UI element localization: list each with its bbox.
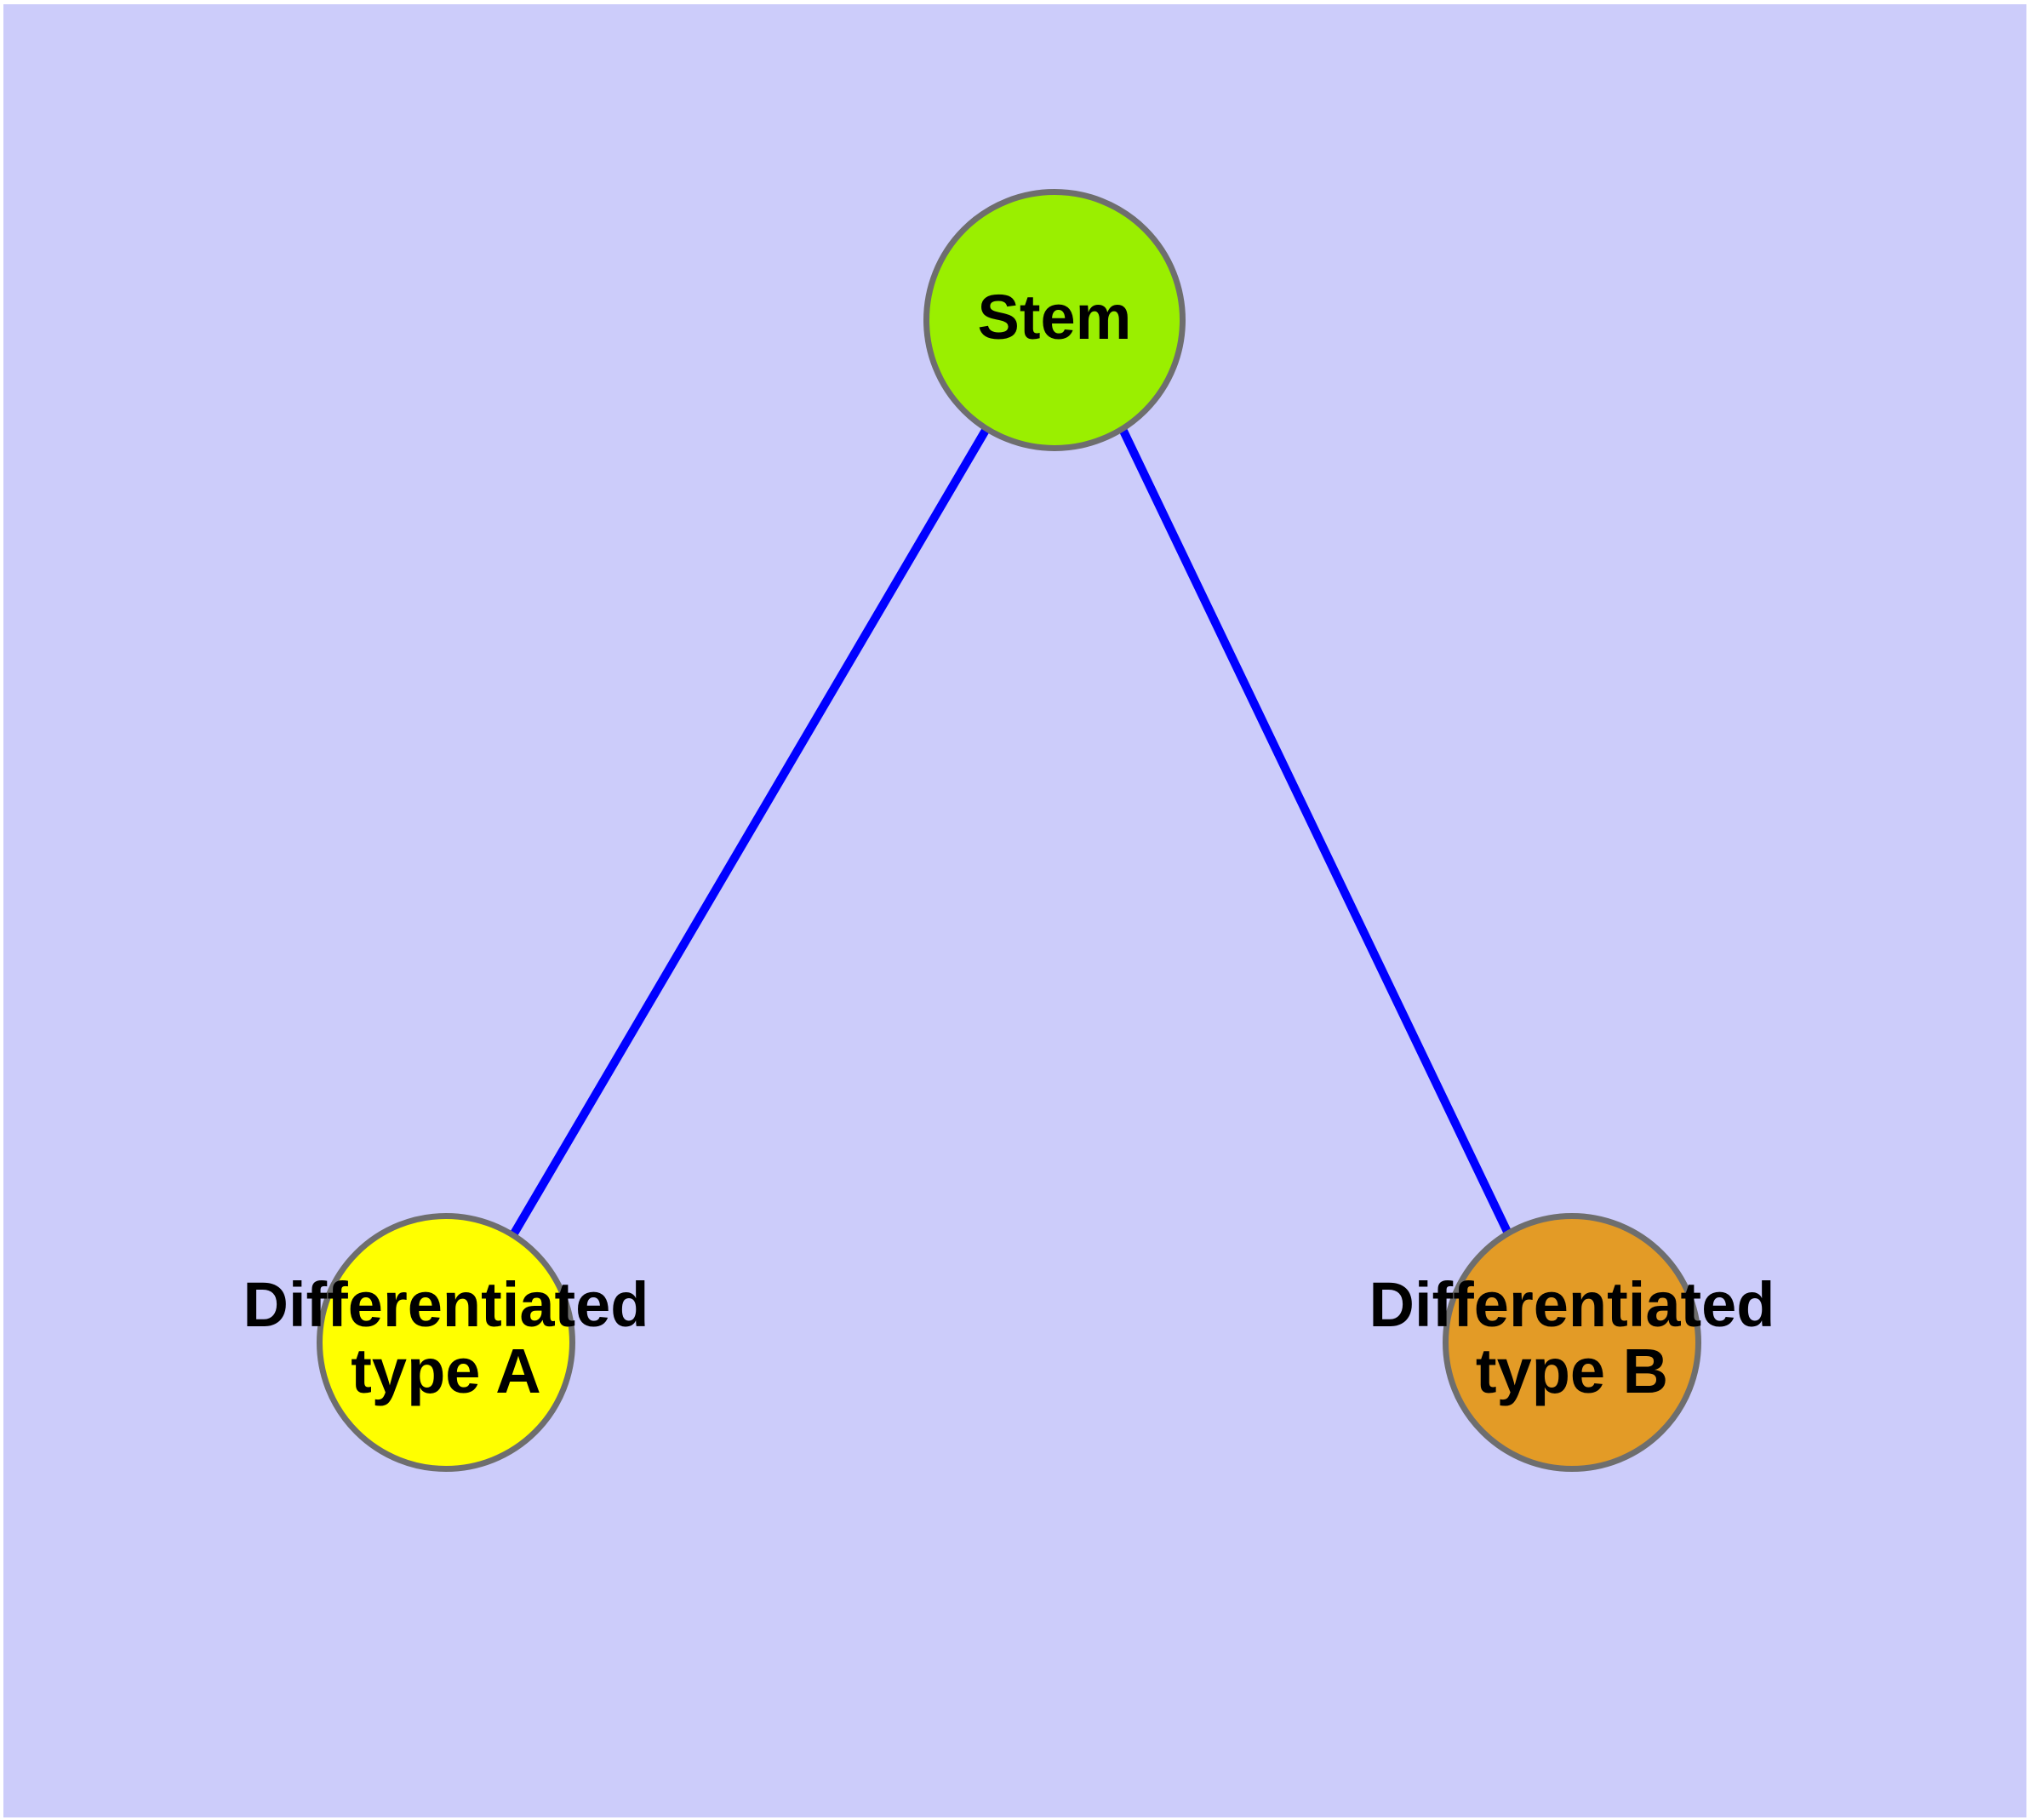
node-stem[interactable] — [923, 189, 1186, 451]
edge-stem-to-differentiated-type-b — [1117, 425, 1512, 1236]
node-differentiated-type-b[interactable] — [1443, 1213, 1701, 1472]
node-differentiated-type-a[interactable] — [317, 1213, 575, 1472]
edge-stem-to-differentiated-type-a — [510, 425, 992, 1236]
diagram-plot-area: Stem Differentiated type A Differentiate… — [3, 4, 2026, 1817]
